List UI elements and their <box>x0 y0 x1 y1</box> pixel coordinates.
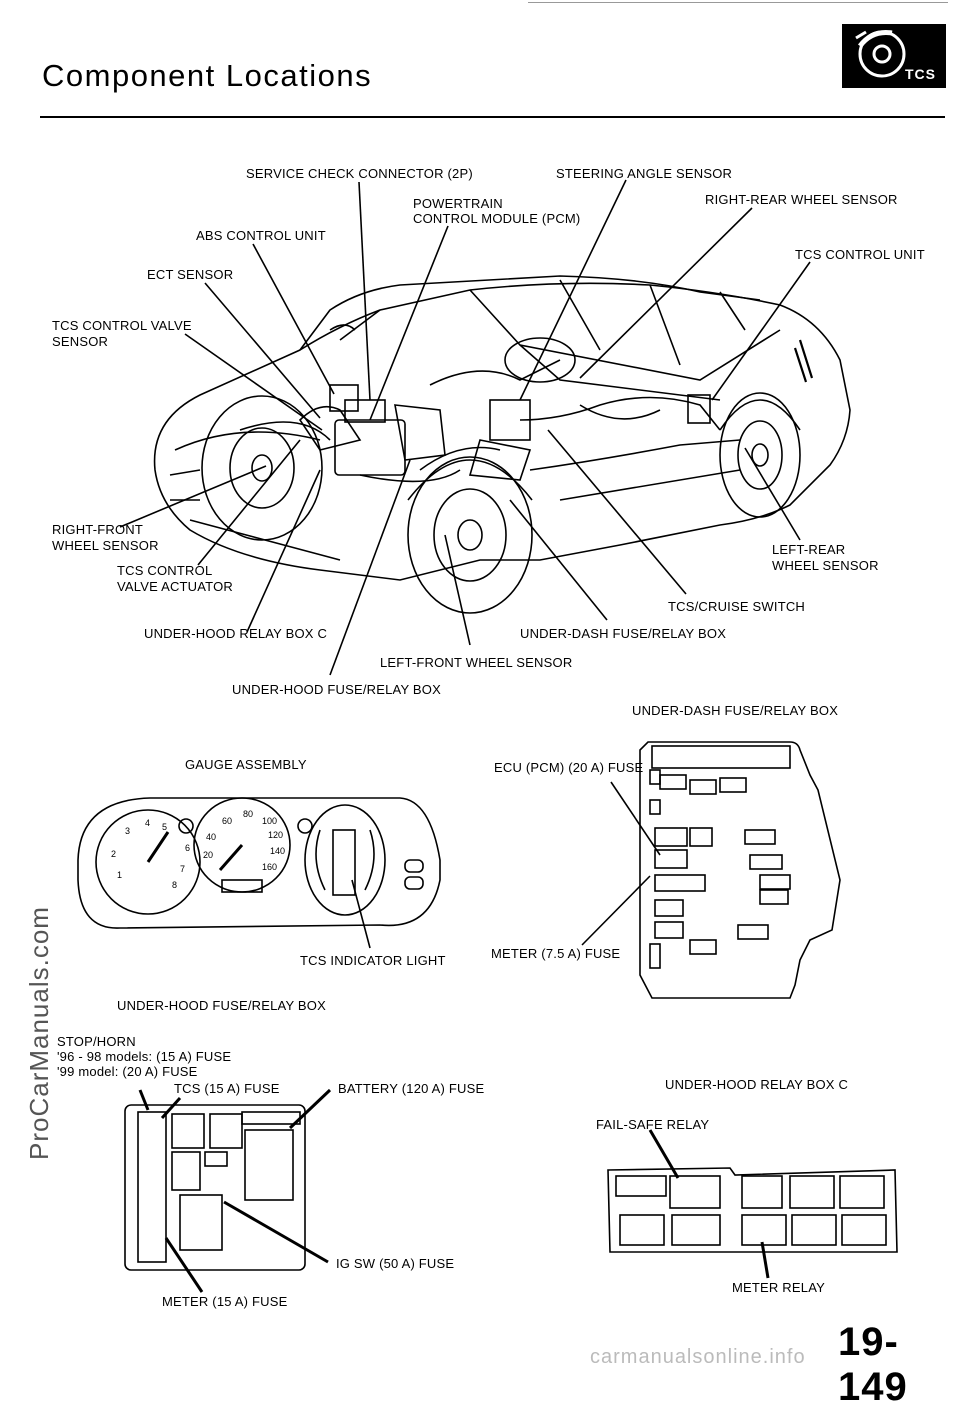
speed-tick: 160 <box>262 862 278 872</box>
label-tcs-actuator-line1: TCS CONTROL <box>117 563 213 578</box>
label-tcs-indicator-light: TCS INDICATOR LIGHT <box>300 953 446 968</box>
title-rule <box>40 116 945 118</box>
label-pcm-line2: CONTROL MODULE (PCM) <box>413 211 581 226</box>
label-under-dash-box: UNDER-DASH FUSE/RELAY BOX <box>520 626 727 641</box>
label-right-front-line1: RIGHT-FRONT <box>52 522 144 537</box>
relay-box-c <box>607 1129 898 1279</box>
page-number: 19-149 <box>838 1320 908 1409</box>
tach-tick: 5 <box>162 822 168 832</box>
under-dash-fuse-box <box>581 741 841 999</box>
speed-tick: 80 <box>243 809 254 819</box>
footer-watermark: carmanualsonline.info <box>590 1346 806 1368</box>
label-tcs-cruise-switch: TCS/CRUISE SWITCH <box>668 599 806 614</box>
label-meter-fuse-dash: METER (7.5 A) FUSE <box>491 946 621 961</box>
brake-disc-icon <box>855 30 906 78</box>
label-stop-horn-line2: '96 - 98 models: (15 A) FUSE <box>57 1049 232 1064</box>
page-title: Component Locations <box>42 58 373 93</box>
tach-tick: 2 <box>111 849 117 859</box>
tach-tick: 6 <box>185 843 191 853</box>
badge-label: TCS <box>905 66 936 82</box>
gauge-cluster <box>77 797 441 949</box>
label-abs-control-unit: ABS CONTROL UNIT <box>196 228 326 243</box>
label-relay-box-c: UNDER-HOOD RELAY BOX C <box>144 626 328 641</box>
speed-tick: 60 <box>222 816 233 826</box>
label-ect-sensor: ECT SENSOR <box>147 267 234 282</box>
label-meter-fuse-hood: METER (15 A) FUSE <box>162 1294 288 1309</box>
label-left-rear-line1: LEFT-REAR <box>772 542 846 557</box>
label-tcs-valve-sensor-line2: SENSOR <box>52 334 109 349</box>
speed-tick: 120 <box>268 830 284 840</box>
label-pcm-line1: POWERTRAIN <box>413 196 503 211</box>
tach-tick: 3 <box>125 826 131 836</box>
hood-heading: UNDER-HOOD FUSE/RELAY BOX <box>117 998 326 1013</box>
tach-tick: 7 <box>180 864 186 874</box>
label-left-front-wheel-sensor: LEFT-FRONT WHEEL SENSOR <box>380 655 573 670</box>
under-hood-fuse-box <box>124 1088 332 1293</box>
label-tcs-control-unit: TCS CONTROL UNIT <box>795 247 925 262</box>
speed-tick: 40 <box>206 832 217 842</box>
label-right-rear-wheel-sensor: RIGHT-REAR WHEEL SENSOR <box>705 192 898 207</box>
car-leader-lines <box>119 179 811 676</box>
speed-tick: 20 <box>203 850 214 860</box>
tach-tick: 4 <box>145 818 151 828</box>
label-under-hood-fuse-box: UNDER-HOOD FUSE/RELAY BOX <box>232 682 441 697</box>
speed-tick: 100 <box>262 816 278 826</box>
label-tcs-valve-sensor-line1: TCS CONTROL VALVE <box>52 318 192 333</box>
dash-heading: UNDER-DASH FUSE/RELAY BOX <box>632 703 839 718</box>
label-steering-angle-sensor: STEERING ANGLE SENSOR <box>556 166 733 181</box>
label-left-rear-line2: WHEEL SENSOR <box>772 558 879 573</box>
top-rule <box>528 2 948 3</box>
car-illustration <box>153 275 851 614</box>
tach-tick: 8 <box>172 880 178 890</box>
label-fail-safe-relay: FAIL-SAFE RELAY <box>596 1117 710 1132</box>
label-tcs-fuse: TCS (15 A) FUSE <box>174 1081 280 1096</box>
label-ecu-fuse: ECU (PCM) (20 A) FUSE <box>494 760 644 775</box>
label-meter-relay: METER RELAY <box>732 1280 825 1295</box>
relay-c-heading: UNDER-HOOD RELAY BOX C <box>665 1077 849 1092</box>
speed-tick: 140 <box>270 846 286 856</box>
tach-tick: 1 <box>117 870 123 880</box>
label-ig-sw-fuse: IG SW (50 A) FUSE <box>336 1256 455 1271</box>
gauge-heading: GAUGE ASSEMBLY <box>185 757 307 772</box>
label-tcs-actuator-line2: VALVE ACTUATOR <box>117 579 233 594</box>
label-battery-fuse: BATTERY (120 A) FUSE <box>338 1081 485 1096</box>
component-diagram <box>77 179 898 1293</box>
label-service-check-connector: SERVICE CHECK CONNECTOR (2P) <box>246 166 473 181</box>
tcs-badge: TCS <box>842 24 946 88</box>
label-stop-horn-line1: STOP/HORN <box>57 1034 136 1049</box>
label-right-front-line2: WHEEL SENSOR <box>52 538 159 553</box>
label-stop-horn-line3: '99 model: (20 A) FUSE <box>57 1064 198 1079</box>
